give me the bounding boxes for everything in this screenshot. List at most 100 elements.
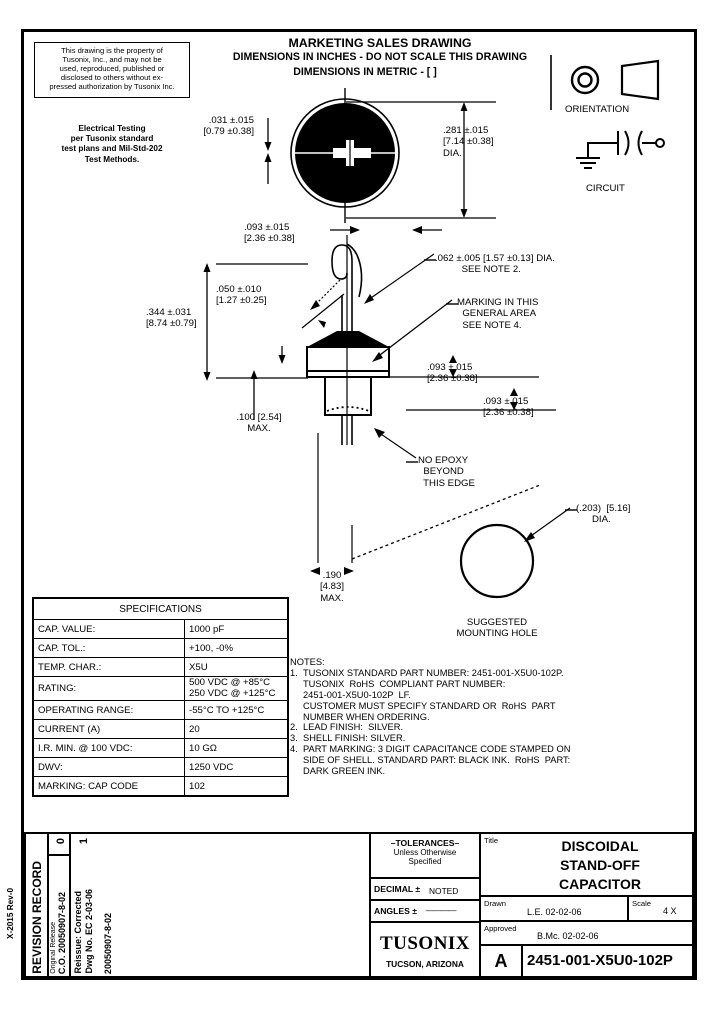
- note-cont: SIDE OF SHELL. STANDARD PART: BLACK INK.…: [303, 755, 571, 766]
- mounting-hole-label: SUGGESTED MOUNTING HOLE: [456, 617, 538, 640]
- mounting-hole-circle: [459, 523, 535, 599]
- drawn-label: Drawn: [484, 899, 506, 908]
- units-note-metric: DIMENSIONS IN METRIC - [ ]: [293, 66, 437, 78]
- revision-number-cell-0: 0: [49, 834, 71, 856]
- spec-value: +100, -0%: [184, 638, 289, 658]
- note-item: 2. LEAD FINISH: SILVER.: [290, 722, 685, 733]
- proprietary-notice-line: This drawing is the property of: [61, 46, 163, 55]
- washer-thickness-arrows: [264, 118, 272, 184]
- revision-desc-small: Original Release: [50, 922, 57, 974]
- specifications-title: SPECIFICATIONS: [32, 597, 289, 620]
- body-width-arrows: [330, 226, 442, 234]
- note-cont: DARK GREEN INK.: [303, 766, 386, 777]
- orientation-symbol: [570, 59, 660, 101]
- tolerances-sub-2: Specified: [408, 857, 442, 866]
- lead-dia-leader: [364, 253, 435, 304]
- overall-height-arrows: [203, 263, 211, 381]
- revision-desc: C.O. 20050907-8-02: [57, 891, 67, 974]
- standoff-height-dimension: .100 [2.54] MAX.: [236, 412, 282, 435]
- table-header-row: SPECIFICATIONS: [32, 597, 289, 620]
- tolerances-sub-1: Unless Otherwise: [393, 848, 457, 857]
- table-row: TEMP. CHAR.: X5U: [32, 657, 289, 677]
- note-cont: CUSTOMER MUST SPECIFY STANDARD OR RoHS P…: [303, 700, 556, 711]
- part-number-cell: 2451-001-X5U0-102P: [523, 946, 692, 976]
- page-title: MARKETING SALES DRAWING: [288, 36, 472, 50]
- note-number: 2.: [290, 722, 298, 733]
- spec-label: TEMP. CHAR.:: [32, 657, 185, 677]
- spec-value: 500 VDC @ +85°C 250 VDC @ +125°C: [184, 676, 289, 701]
- angles-label: ANGLES ±: [374, 906, 417, 916]
- shell-dimension-a: .093 ±.015 [2.36 ±0.38]: [427, 362, 478, 385]
- drawing-title-line: DISCOIDAL: [561, 838, 639, 854]
- side-view-drawing: [306, 235, 390, 445]
- part-number: 2451-001-X5U0-102P: [527, 952, 673, 969]
- lead-diameter-callout: .062 ±.005 [1.57 ±0.13] DIA. SEE NOTE 2.: [435, 253, 555, 276]
- disc-diameter-dimension-lines: [346, 101, 496, 219]
- note-text: LEAD FINISH: SILVER.: [303, 722, 404, 733]
- decimal-value: NOTED: [429, 886, 459, 896]
- body-width-dimension-top: .093 ±.015 [2.36 ±0.38]: [244, 222, 295, 245]
- drawing-title-line: STAND-OFF: [560, 857, 640, 873]
- tolerances-heading: –TOLERANCES–: [390, 838, 460, 848]
- note-item: 4.PART MARKING: 3 DIGIT CAPACITANCE CODE…: [290, 744, 685, 755]
- proprietary-notice-line: Tusonix, Inc., and may not be: [62, 55, 162, 64]
- marking-area-callout: MARKING IN THIS GENERAL AREA SEE NOTE 4.: [457, 297, 539, 331]
- table-row: MARKING: CAP CODE 102: [32, 776, 289, 797]
- spec-value: X5U: [184, 657, 289, 677]
- marking-callout-leader: [372, 299, 453, 362]
- drawn-cell: Drawn L.E. 02-02-06: [481, 897, 629, 922]
- electrical-testing-line: test plans and Mil-Std-202: [61, 144, 163, 154]
- shell-dim-a-lines: [389, 355, 539, 378]
- table-row: RATING: 500 VDC @ +85°C 250 VDC @ +125°C: [32, 676, 289, 701]
- spec-label: DWV:: [32, 757, 185, 777]
- note-text: SHELL FINISH: SILVER.: [303, 733, 406, 744]
- note-number: 1.: [290, 667, 298, 678]
- note-item: 3. SHELL FINISH: SILVER.: [290, 733, 685, 744]
- specifications-table: SPECIFICATIONS CAP. VALUE: 1000 pF CAP. …: [32, 597, 289, 797]
- revision-desc: Reissue: Corrected Dwg No. EC 2-03-06: [73, 889, 94, 974]
- end-view-drawing: [290, 88, 400, 223]
- company-logo-cell: TUSONIX TUCSON, ARIZONA: [371, 923, 481, 976]
- mounting-hole-leader: [524, 507, 571, 542]
- revision-number-cell-1: 1: [71, 834, 93, 856]
- electrical-testing-line: per Tusonix standard: [70, 134, 154, 144]
- note-cont: NUMBER WHEN ORDERING.: [303, 711, 430, 722]
- lead-bend-dimension: .050 ±.010 [1.27 ±0.25]: [216, 284, 267, 307]
- no-epoxy-dash: [406, 461, 418, 463]
- note-text: PART MARKING: 3 DIGIT CAPACITANCE CODE S…: [303, 744, 571, 755]
- electrical-testing-line: Test Methods.: [84, 154, 140, 164]
- electrical-testing-line: Electrical Testing: [78, 124, 146, 133]
- spec-label: RATING:: [32, 676, 185, 701]
- mounting-hole-dash: [565, 509, 577, 511]
- table-row: DWV: 1250 VDC: [32, 757, 289, 777]
- table-row: CAP. VALUE: 1000 pF: [32, 619, 289, 639]
- note-cont: 2451-001-X5U0-102P LF.: [303, 689, 411, 700]
- scale-value: 4 X: [663, 906, 677, 916]
- flange-width-projection: [317, 433, 541, 563]
- decimal-tolerance-cell: DECIMAL ± NOTED: [371, 879, 481, 901]
- no-epoxy-leader: [374, 428, 417, 459]
- title-label: Title: [484, 836, 499, 845]
- approved-cell: Approved B.Mc. 02-02-06: [481, 922, 692, 946]
- spec-value: 1250 VDC: [184, 757, 289, 777]
- shell-dimension-b: .093 ±.015 [2.36 ±0.38]: [483, 396, 534, 419]
- spec-label: I.R. MIN. @ 100 VDC:: [32, 738, 185, 758]
- drawn-value: L.E. 02-02-06: [527, 907, 582, 917]
- note-number: 3.: [290, 733, 298, 744]
- lead-dia-dash: [424, 259, 436, 261]
- shell-dim-b-lines: [406, 388, 556, 411]
- proprietary-notice: This drawing is the property of Tusonix,…: [34, 42, 190, 98]
- spec-label: MARKING: CAP CODE: [32, 776, 185, 797]
- flange-width-dimension: .190 [4.83] MAX.: [319, 570, 344, 604]
- revision-desc-cell-0: Original Release C.O. 20050907-8-02: [49, 856, 71, 976]
- spec-label: CAP. TOL.:: [32, 638, 185, 658]
- decimal-label: DECIMAL ±: [374, 884, 421, 894]
- title-block: REVISION RECORD 0 Original Release C.O. …: [24, 832, 694, 978]
- drawing-title-line: CAPACITOR: [559, 876, 641, 892]
- washer-thickness-dimension: .031 ±.015 [0.79 ±0.38]: [203, 115, 254, 138]
- table-row: CURRENT (A) 20: [32, 719, 289, 739]
- approved-label: Approved: [484, 924, 517, 933]
- angles-tolerance-cell: ANGLES ± ————: [371, 901, 481, 923]
- sheet-form-code: X-2015 Rev-0: [6, 888, 15, 939]
- spec-value: 102: [184, 776, 289, 797]
